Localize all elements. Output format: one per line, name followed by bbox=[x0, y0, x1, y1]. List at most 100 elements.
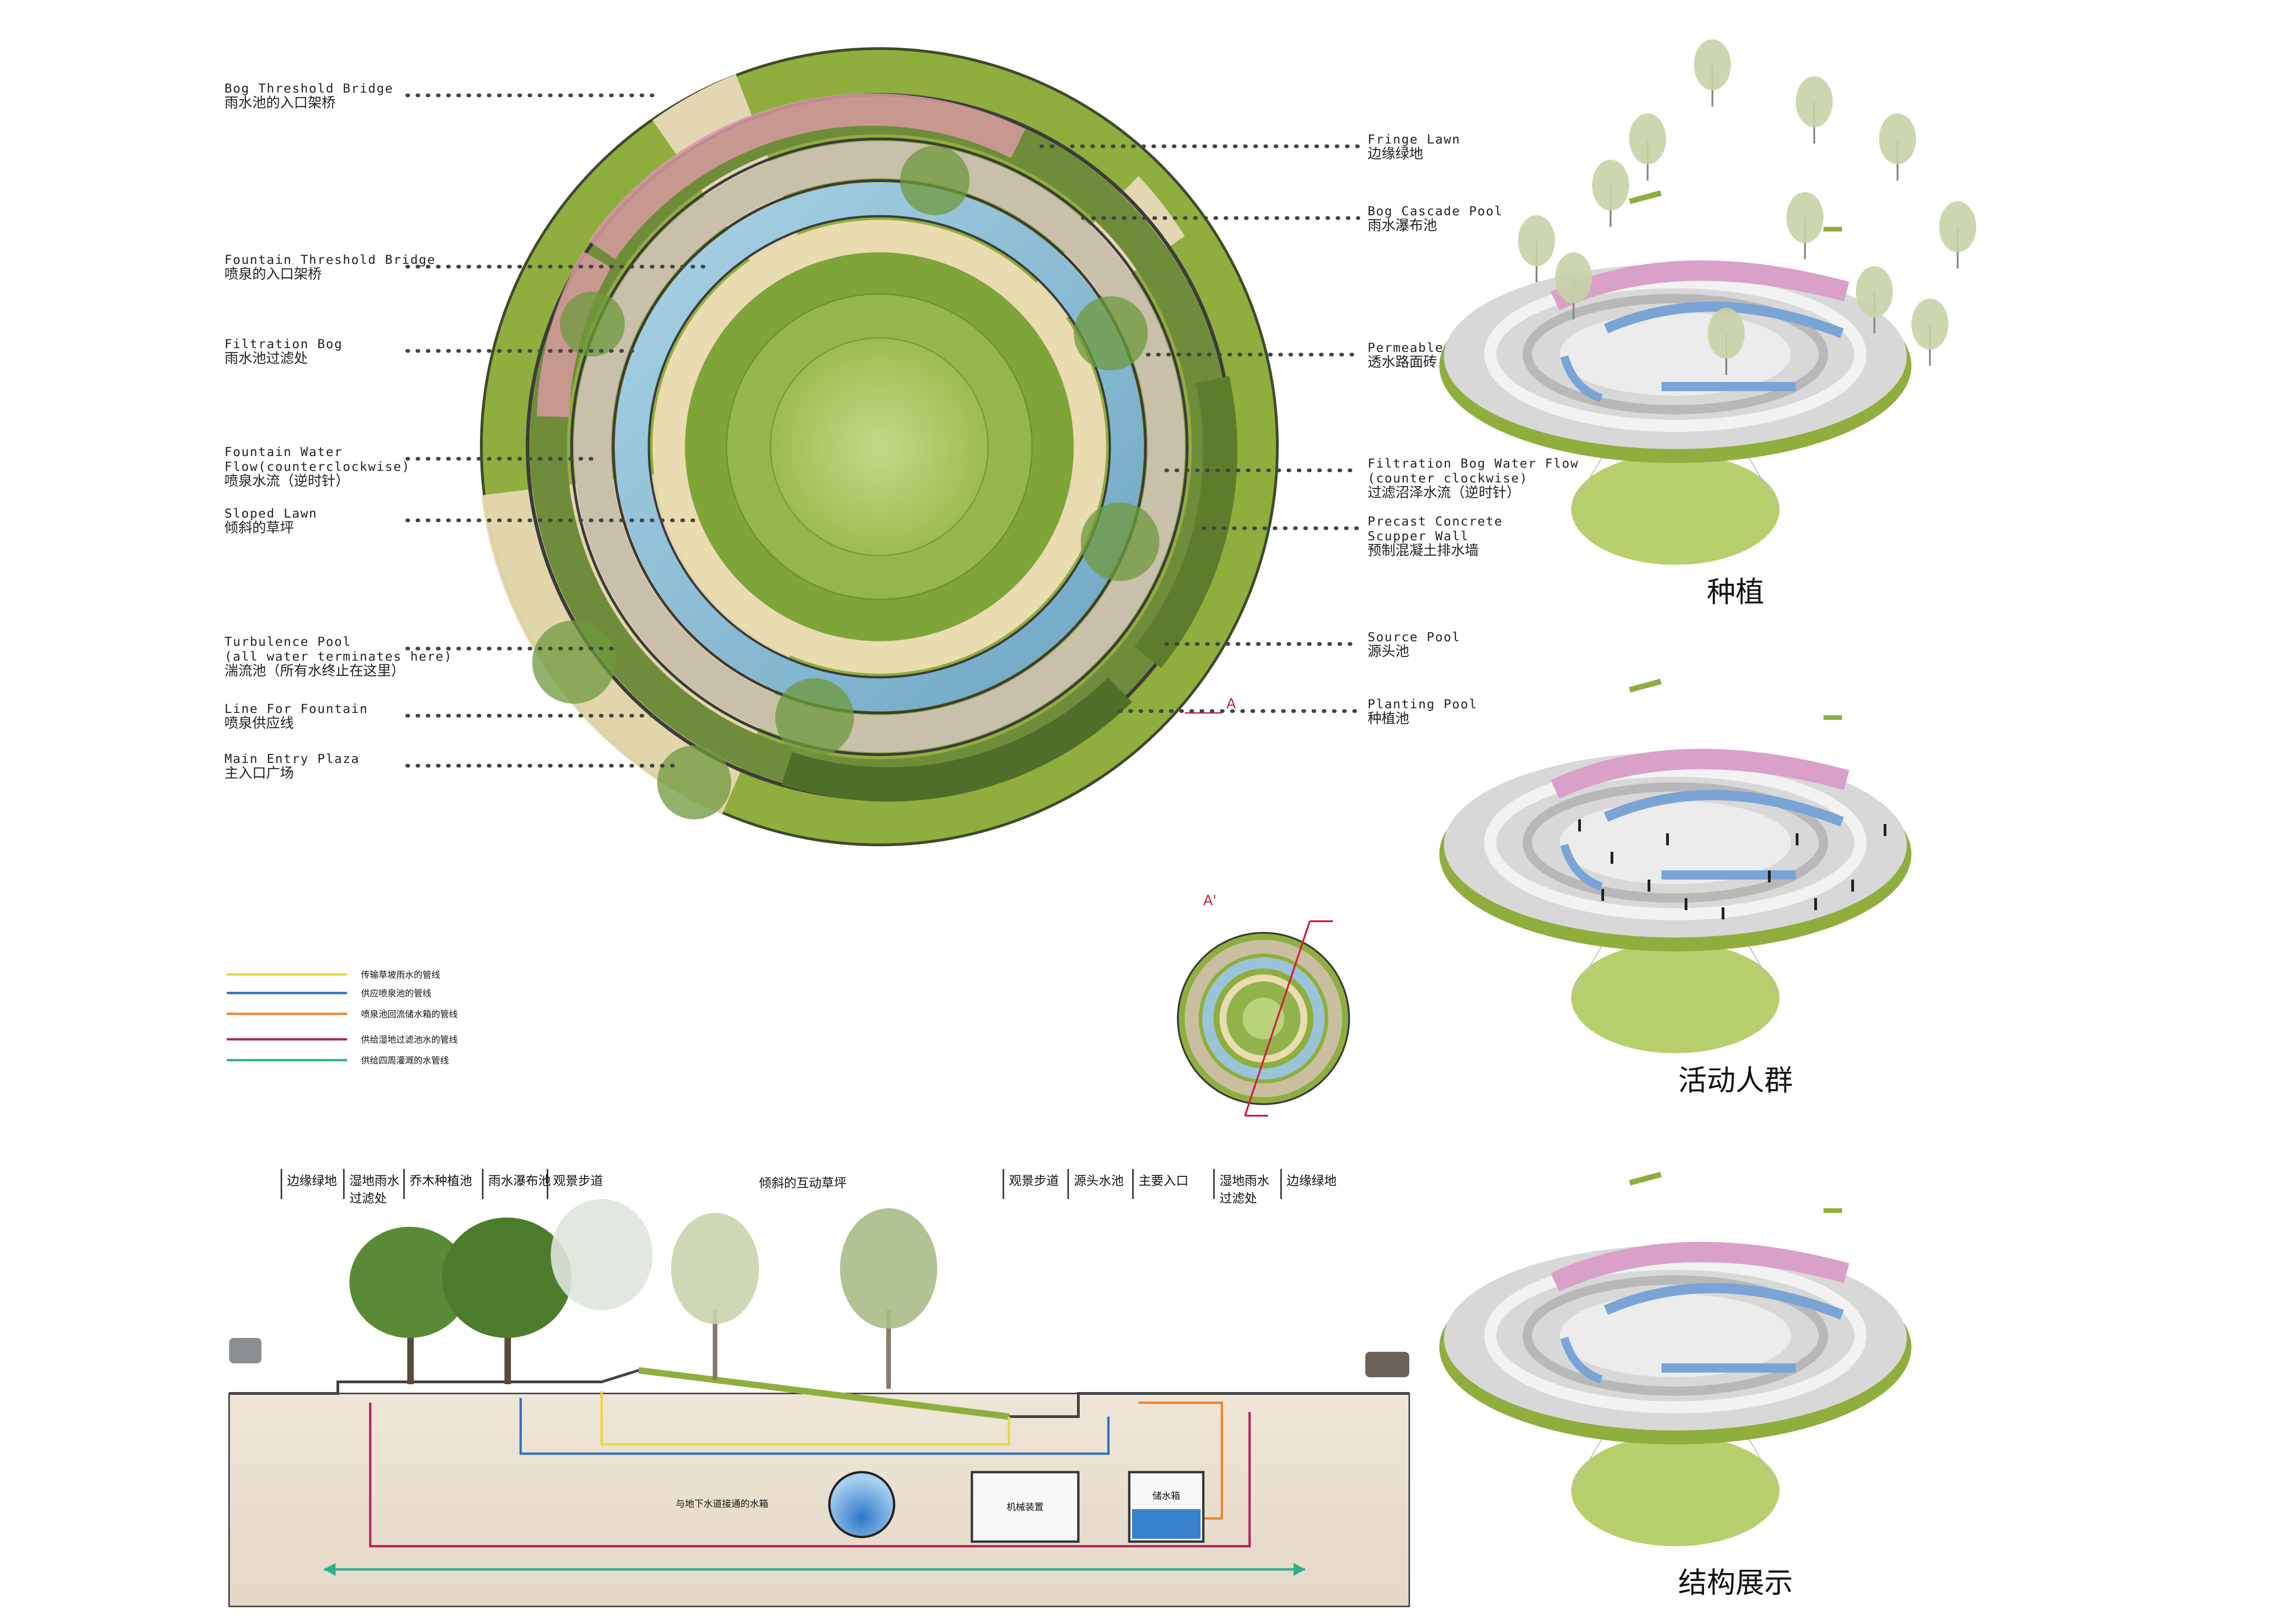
plan-label-en: Turbulence Pool bbox=[224, 635, 351, 649]
plan-label-cn: 过滤沼泽水流（逆时针） bbox=[1368, 485, 1520, 501]
axo-blue-strip-left bbox=[1560, 843, 1603, 891]
axo-diagram: 结构展示 bbox=[1439, 1172, 1911, 1599]
axo-diagram: 种植 bbox=[1439, 39, 1976, 609]
legend-item: 供给湿地过滤池水的管线 bbox=[227, 1035, 458, 1045]
section-headers: 边缘绿地湿地雨水乔木种植池雨水瀑布池观景步道过滤处倾斜的互动草坪观景步道源头水池… bbox=[280, 1169, 1337, 1206]
site-section: 与地下水道接通的水箱 机械装置 储水箱 bbox=[228, 1199, 1410, 1607]
legend-item: 供给四周灌溉的水管线 bbox=[227, 1056, 449, 1066]
circular-site-plan: A bbox=[480, 47, 1279, 846]
pipe-blue bbox=[519, 1398, 1110, 1455]
bog-planting-bottom bbox=[781, 677, 1132, 802]
axo-ring-inner bbox=[1523, 1275, 1828, 1396]
plan-label-cn: 雨水池的入口架桥 bbox=[224, 95, 336, 111]
plan-label-left: Turbulence Pool(all water terminates her… bbox=[224, 635, 617, 679]
axo-blue-strip-left bbox=[1560, 355, 1603, 402]
section-header-left: 观景步道 bbox=[553, 1174, 603, 1188]
axo-tree bbox=[1856, 266, 1893, 317]
axo-floating-tile bbox=[1629, 190, 1662, 204]
axo-person bbox=[1722, 907, 1724, 919]
plan-label-cn: 湍流池（所有水终止在这里） bbox=[224, 663, 405, 679]
tank-label: 与地下水道接通的水箱 bbox=[676, 1498, 768, 1509]
axo-blue-strip-top bbox=[1604, 1283, 1844, 1320]
section-header-right: 湿地雨水 bbox=[1220, 1174, 1269, 1188]
axo-blue-strip-top bbox=[1604, 790, 1844, 827]
plan-label-en: Bog Threshold Bridge bbox=[224, 81, 393, 96]
plan-label-cn: 喷泉的入口架桥 bbox=[224, 266, 322, 282]
axo-person bbox=[1666, 833, 1669, 845]
plan-label-cn: 喷泉供应线 bbox=[224, 715, 294, 731]
axo-tree bbox=[1879, 113, 1916, 164]
section-header-left: 湿地雨水 bbox=[349, 1174, 399, 1188]
axo-tree bbox=[1518, 215, 1555, 266]
axo-floating-tile bbox=[1823, 227, 1842, 231]
axo-blue-strip-top bbox=[1604, 301, 1844, 338]
plan-label-cn: 倾斜的草坪 bbox=[224, 520, 294, 536]
section-header-right-sub: 过滤处 bbox=[1220, 1192, 1257, 1206]
legend-item: 喷泉池回流储水箱的管线 bbox=[227, 1009, 458, 1019]
plan-label-en2: Scupper Wall bbox=[1368, 529, 1469, 543]
axo-floating-tile bbox=[1629, 1172, 1662, 1186]
plan-label-en: Sloped Lawn bbox=[224, 506, 317, 521]
axo-ring-walk bbox=[1484, 765, 1867, 920]
center-lawn bbox=[770, 337, 989, 556]
section-header-left: 乔木种植池 bbox=[410, 1174, 472, 1188]
plan-label-left: Fountain WaterFlow(counterclockwise)喷泉水流… bbox=[224, 445, 594, 489]
storage-water bbox=[1132, 1509, 1201, 1539]
axo-person bbox=[1814, 898, 1817, 910]
plan-label-en: Planting Pool bbox=[1368, 697, 1477, 712]
storage-label: 储水箱 bbox=[1152, 1490, 1180, 1501]
bog-planting-right bbox=[1134, 376, 1238, 668]
legend-label: 供应喷泉池的管线 bbox=[361, 988, 431, 999]
plan-label-en: Source Pool bbox=[1368, 630, 1461, 644]
axo-tree bbox=[1555, 252, 1592, 303]
axo-center bbox=[1560, 801, 1791, 884]
legend-item: 传输草坡雨水的管线 bbox=[227, 970, 440, 980]
axo-person bbox=[1601, 889, 1604, 901]
axo-tree bbox=[1911, 299, 1948, 350]
section-key-map: A' bbox=[1177, 893, 1350, 1117]
axo-ground-lawn bbox=[1571, 1435, 1780, 1546]
axo-person bbox=[1796, 833, 1798, 845]
plan-label-cn: 雨水池过滤处 bbox=[224, 350, 308, 367]
key-section-line bbox=[1244, 921, 1311, 1116]
axo-tree bbox=[1708, 308, 1745, 359]
axo-person bbox=[1685, 898, 1687, 910]
pipe-yellow bbox=[600, 1391, 1010, 1446]
axo-ring-inner bbox=[1523, 782, 1828, 903]
pipe-green-arrow-left bbox=[324, 1563, 336, 1576]
machine-box bbox=[971, 1471, 1080, 1543]
plan-label-cn: 边缘绿地 bbox=[1368, 146, 1423, 162]
axo-center bbox=[1560, 1294, 1791, 1377]
pipe-legend: 传输草坡雨水的管线供应喷泉池的管线喷泉池回流储水箱的管线供给湿地过滤池水的管线供… bbox=[227, 970, 458, 1066]
bog-inner-wall bbox=[570, 137, 1188, 756]
fountain-water-ring bbox=[615, 182, 1144, 711]
plan-label-en: Precast Concrete bbox=[1368, 514, 1503, 529]
axo-tree bbox=[1786, 192, 1823, 243]
legend-label: 供给四周灌溉的水管线 bbox=[361, 1056, 449, 1066]
axo-ring-walk bbox=[1484, 1258, 1867, 1413]
bog-planting-top bbox=[588, 93, 1026, 260]
section-header-left-sub: 过滤处 bbox=[349, 1192, 387, 1206]
axo-tree bbox=[1629, 113, 1666, 164]
axo-tree bbox=[1939, 201, 1976, 252]
paver-inner-wall bbox=[612, 179, 1147, 714]
axo-person bbox=[1578, 819, 1581, 831]
car-left bbox=[229, 1338, 261, 1363]
section-header-left: 雨水瀑布池 bbox=[488, 1174, 551, 1188]
legend-label: 喷泉池回流储水箱的管线 bbox=[361, 1009, 458, 1019]
plan-label-en: Fountain Water bbox=[224, 445, 343, 459]
plan-label-right: Filtration Bog Water Flow(counter clockw… bbox=[1164, 456, 1578, 501]
section-trees bbox=[349, 1199, 937, 1389]
axo-pink-strip bbox=[1550, 1242, 1849, 1292]
pipe-magenta bbox=[369, 1403, 1251, 1548]
section-header-right: 观景步道 bbox=[1009, 1174, 1059, 1188]
